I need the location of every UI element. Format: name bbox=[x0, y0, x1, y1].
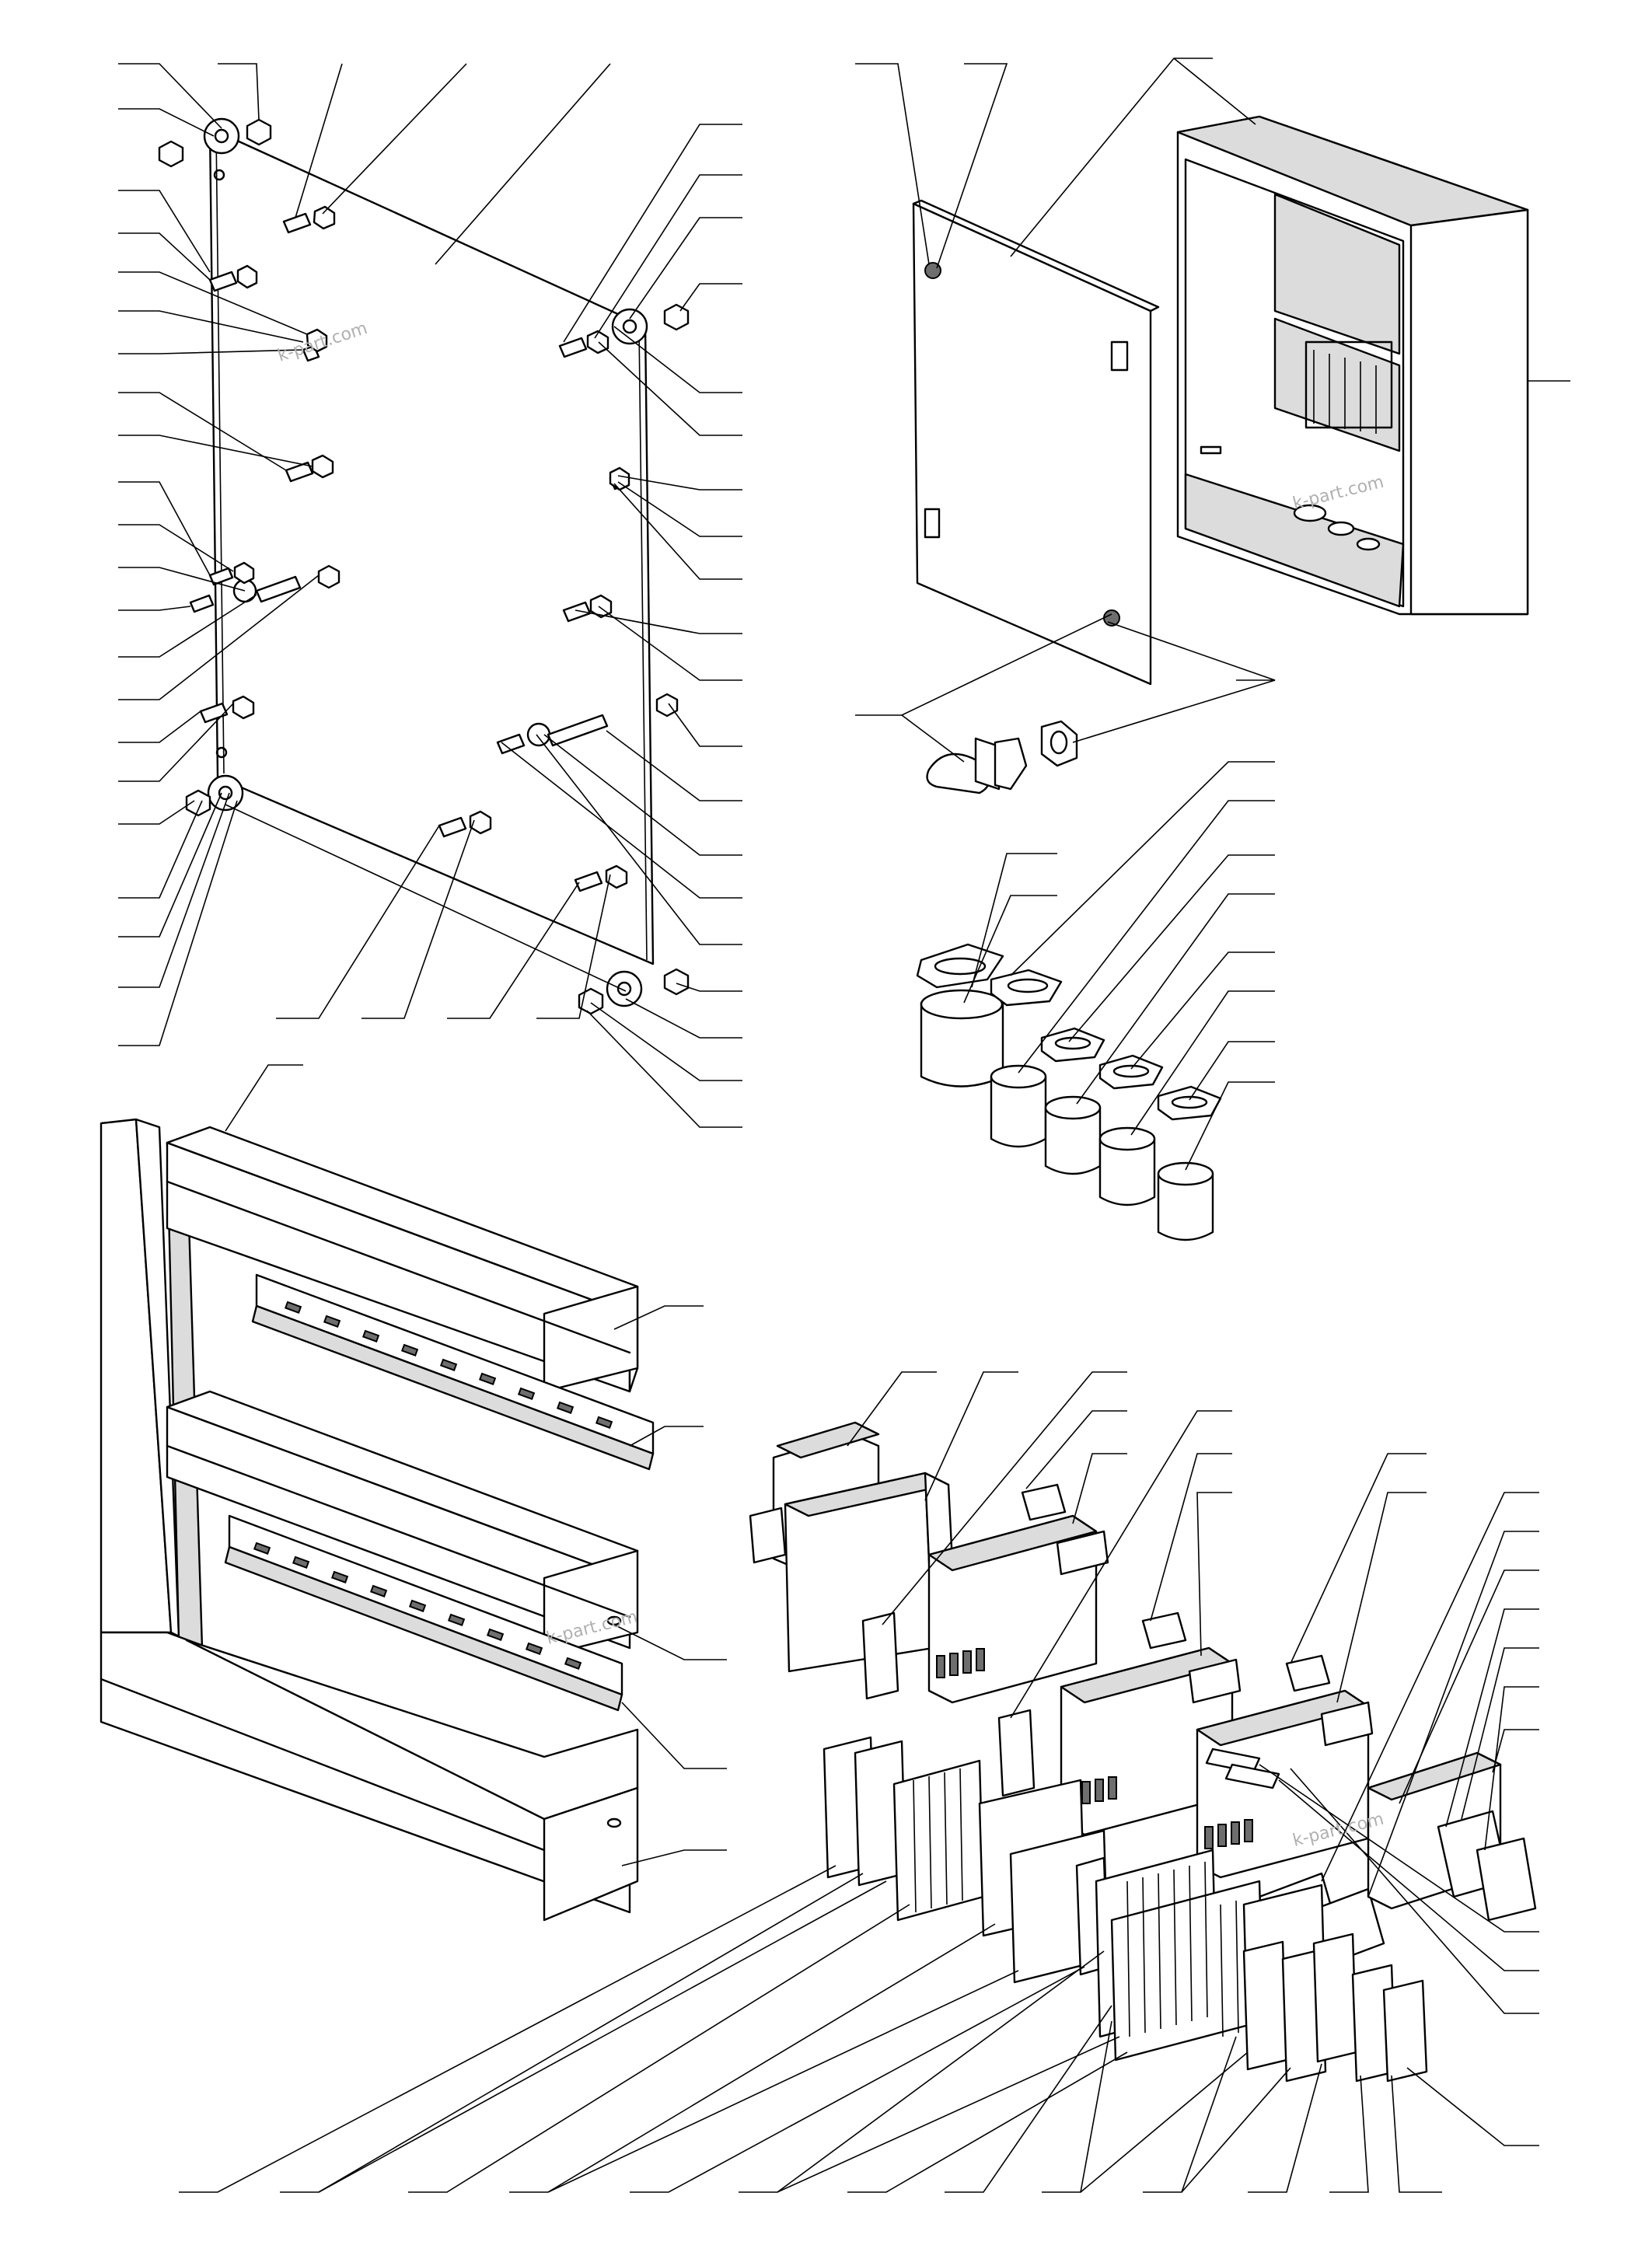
power-supply bbox=[749, 1421, 958, 1673]
door-lock bbox=[926, 720, 1078, 794]
leader-lines bbox=[118, 63, 742, 1128]
electrical-components: k-part.com bbox=[179, 1371, 1539, 2193]
hex-nut bbox=[158, 118, 690, 1015]
relay-blocks bbox=[1258, 1751, 1537, 1968]
enclosure-box bbox=[1176, 115, 1529, 616]
cable-ducts-and-rails: k-part.com bbox=[100, 1064, 727, 1922]
leader-lines bbox=[179, 1371, 1539, 2193]
washer bbox=[203, 117, 648, 1007]
screw bbox=[189, 205, 630, 892]
enclosure-assembly: k-part.com bbox=[855, 58, 1570, 794]
contactor bbox=[1060, 1611, 1242, 1836]
leader-lines bbox=[855, 58, 1570, 763]
contactor bbox=[927, 1483, 1109, 1704]
terminal-blocks bbox=[823, 1736, 1428, 2083]
mounting-plate-assembly: k-part.com bbox=[118, 63, 742, 1128]
separators bbox=[861, 1611, 1036, 1797]
cable-glands bbox=[916, 761, 1275, 1241]
